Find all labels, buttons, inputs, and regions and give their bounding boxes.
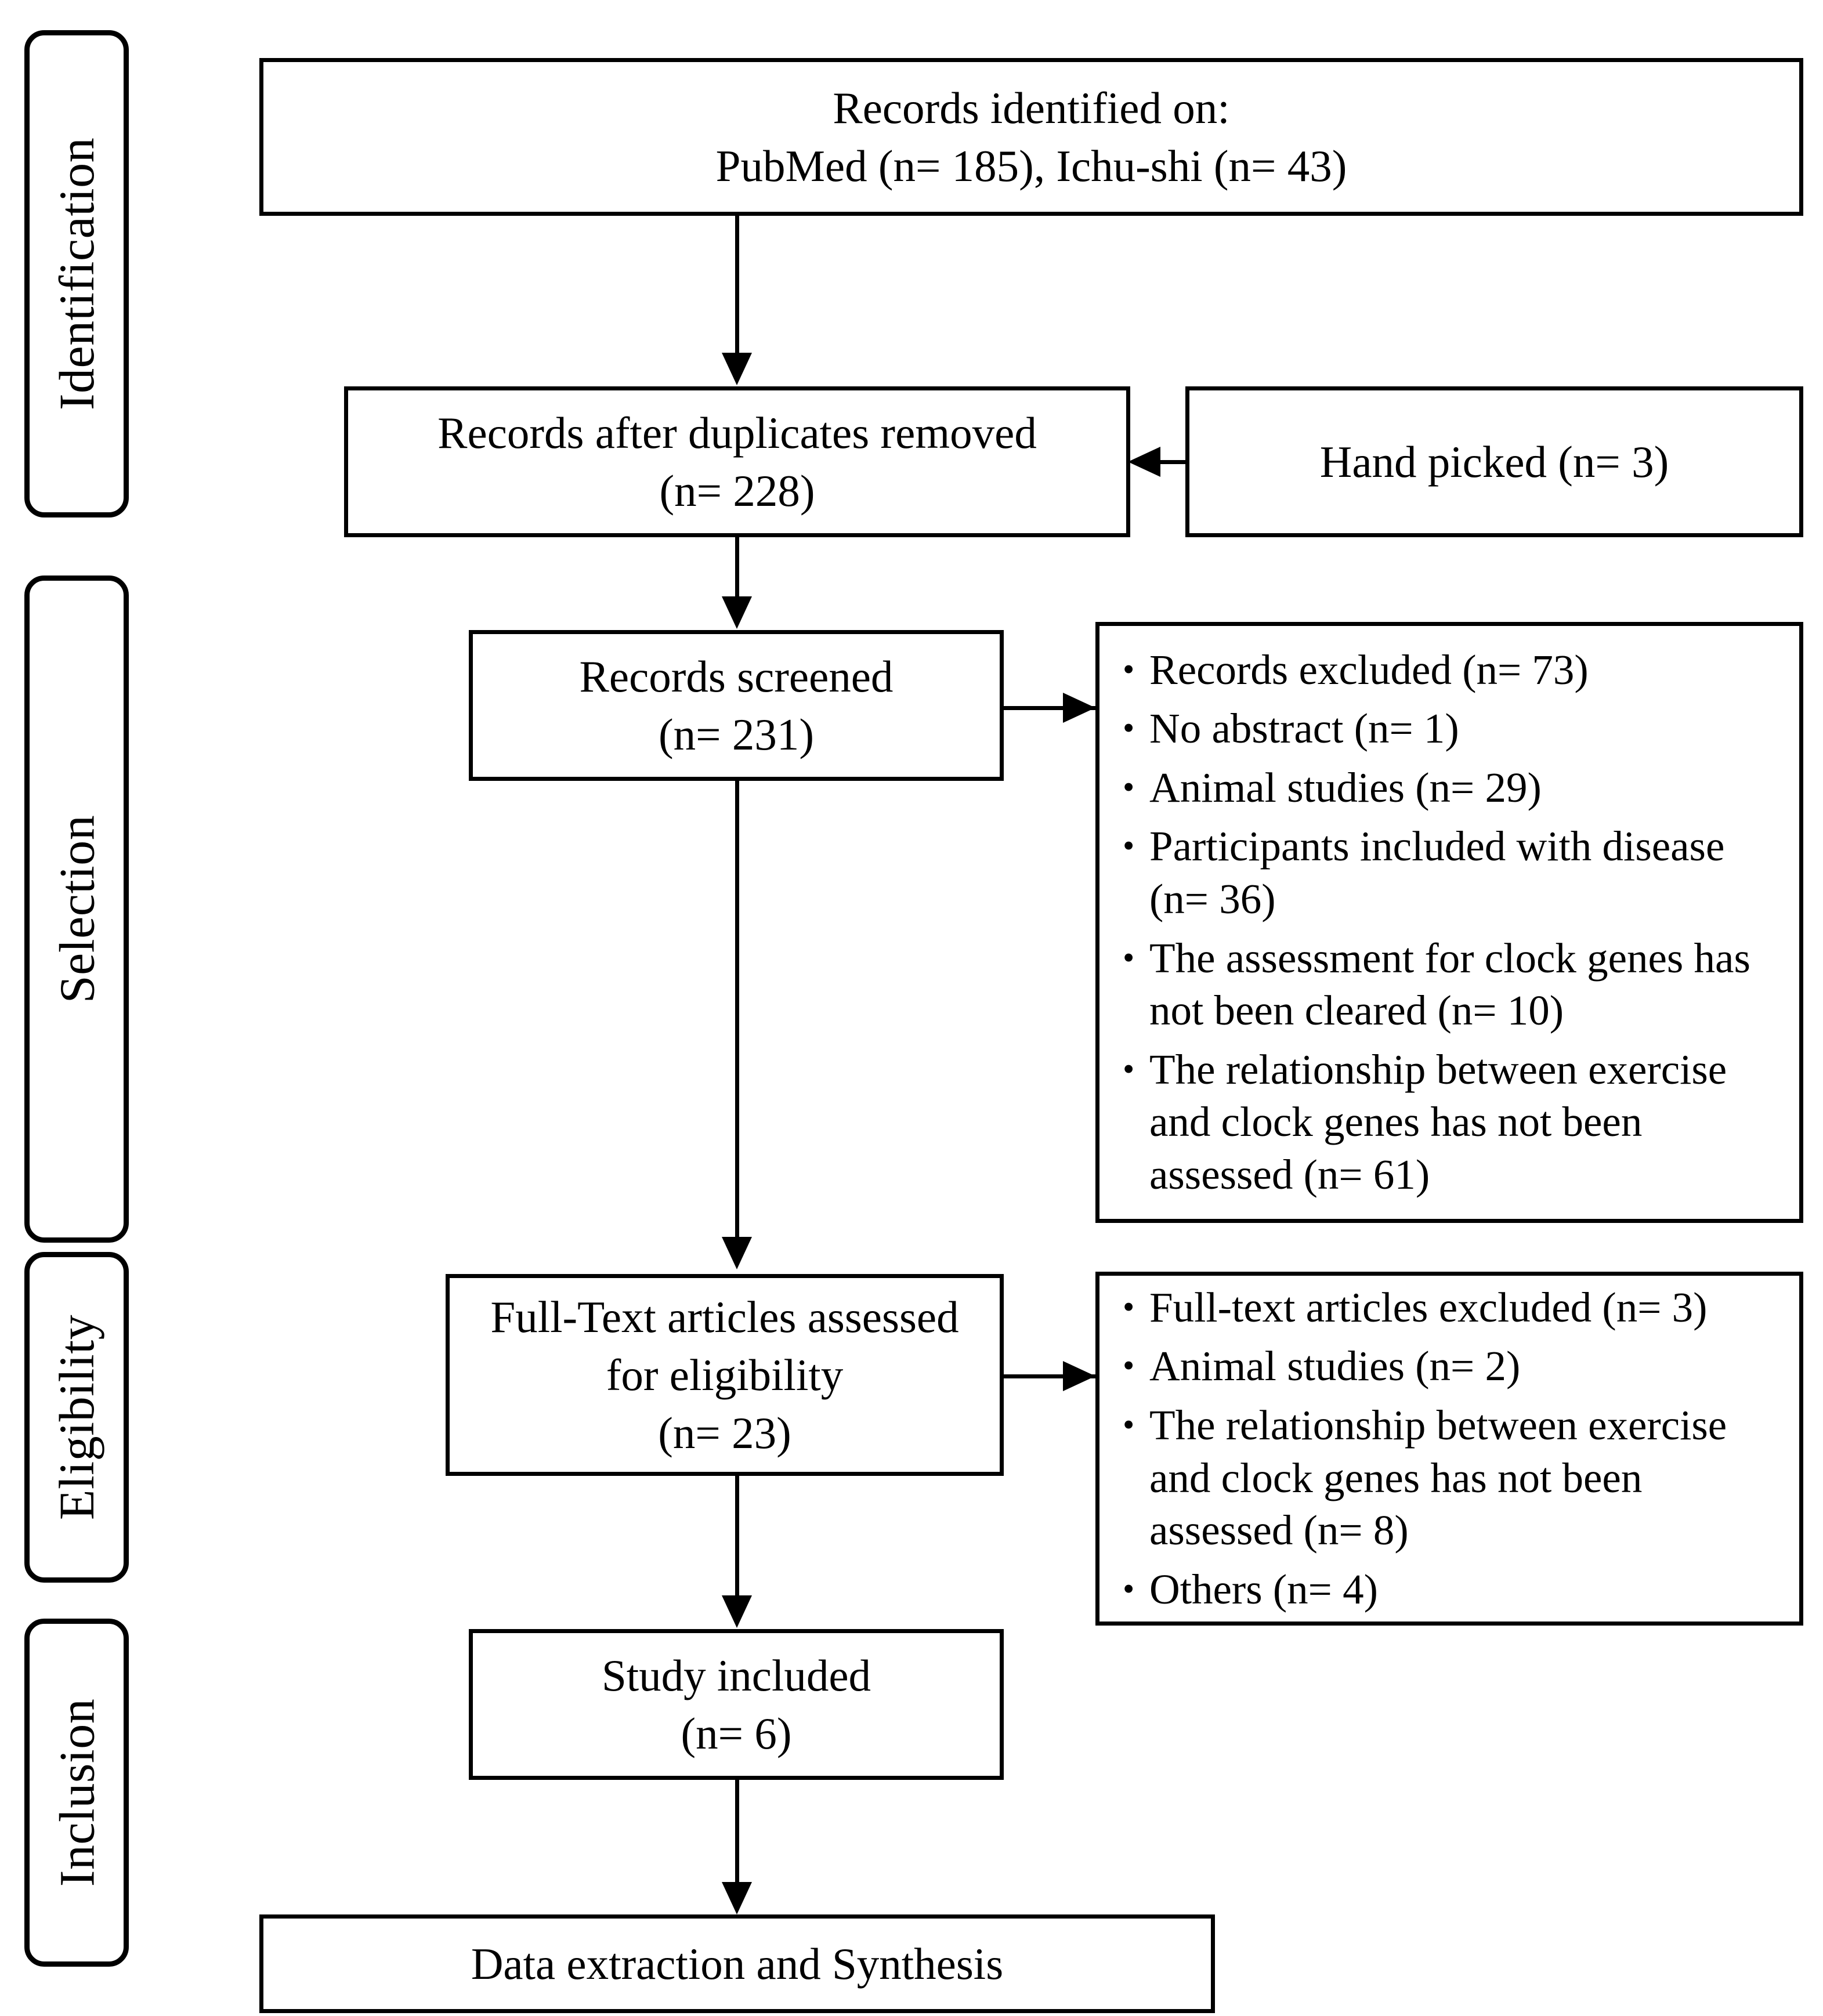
list-item: The assessment for clock genes has not b… xyxy=(1123,932,1784,1037)
fulltext-assessed-line-3: (n= 23) xyxy=(658,1408,791,1458)
records-after-duplicates-line-2: (n= 228) xyxy=(659,466,815,516)
box-data-extraction-text: Data extraction and Synthesis xyxy=(462,1935,1012,1993)
box-hand-picked-text: Hand picked (n= 3) xyxy=(1311,433,1679,491)
box-fulltext-exclusions: Full-text articles excluded (n= 3) Anima… xyxy=(1095,1272,1803,1626)
list-item: Participants included with disease (n= 3… xyxy=(1123,820,1784,925)
box-records-screened-text: Records screened (n= 231) xyxy=(570,647,903,763)
list-item: The relationship between exercise and cl… xyxy=(1123,1044,1784,1201)
box-fulltext-assessed: Full-Text articles assessed for eligibil… xyxy=(446,1274,1004,1476)
arrow-identified-to-duplicates xyxy=(722,353,752,385)
arrow-screened-to-fulltext xyxy=(722,1237,752,1269)
arrow-fulltext-to-included xyxy=(722,1595,752,1628)
box-records-identified-text: Records identified on: PubMed (n= 185), … xyxy=(707,79,1357,195)
box-hand-picked: Hand picked (n= 3) xyxy=(1185,386,1803,537)
list-item: Full-text articles excluded (n= 3) xyxy=(1123,1282,1784,1334)
box-study-included: Study included (n= 6) xyxy=(469,1629,1004,1780)
box-records-screened: Records screened (n= 231) xyxy=(469,630,1004,781)
list-item: The relationship between exercise and cl… xyxy=(1123,1399,1784,1557)
list-item: Animal studies (n= 2) xyxy=(1123,1340,1784,1393)
stage-label-inclusion: Inclusion xyxy=(49,1698,105,1887)
box-records-identified: Records identified on: PubMed (n= 185), … xyxy=(259,58,1803,216)
box-records-after-duplicates: Records after duplicates removed (n= 228… xyxy=(344,386,1130,537)
study-included-line-1: Study included xyxy=(601,1650,871,1700)
stage-label-selection: Selection xyxy=(49,815,104,1004)
box-screening-exclusions: Records excluded (n= 73) No abstract (n=… xyxy=(1095,622,1803,1223)
list-item: Others (n= 4) xyxy=(1123,1563,1784,1616)
fulltext-assessed-line-2: for eligibility xyxy=(606,1349,844,1400)
list-item: No abstract (n= 1) xyxy=(1123,703,1784,755)
fulltext-exclusion-list: Full-text articles excluded (n= 3) Anima… xyxy=(1099,1282,1799,1616)
list-item: Animal studies (n= 29) xyxy=(1123,762,1784,815)
hand-picked-line-1: Hand picked (n= 3) xyxy=(1319,436,1669,487)
screening-exclusion-list: Records excluded (n= 73) No abstract (n=… xyxy=(1099,644,1799,1201)
box-records-after-duplicates-text: Records after duplicates removed (n= 228… xyxy=(428,404,1046,520)
list-item: Records excluded (n= 73) xyxy=(1123,644,1784,697)
box-fulltext-assessed-text: Full-Text articles assessed for eligibil… xyxy=(481,1288,968,1462)
arrow-included-to-extraction xyxy=(722,1882,752,1914)
box-study-included-text: Study included (n= 6) xyxy=(592,1646,880,1762)
records-screened-line-1: Records screened xyxy=(579,651,894,701)
records-identified-line-2: PubMed (n= 185), Ichu-shi (n= 43) xyxy=(715,141,1347,191)
records-identified-line-1: Records identified on: xyxy=(833,82,1230,133)
connector-handpicked-to-duplicates xyxy=(1160,460,1187,464)
records-after-duplicates-line-1: Records after duplicates removed xyxy=(437,407,1037,458)
arrow-handpicked-to-duplicates xyxy=(1128,447,1160,477)
data-extraction-line-1: Data extraction and Synthesis xyxy=(471,1938,1004,1989)
arrow-duplicates-to-screened xyxy=(722,596,752,629)
connector-fulltext-to-included xyxy=(735,1476,739,1598)
arrow-screened-to-exclusions xyxy=(1063,693,1095,723)
connector-fulltext-to-exclusions xyxy=(1004,1374,1097,1378)
fulltext-assessed-line-1: Full-Text articles assessed xyxy=(490,1291,959,1342)
connector-included-to-extraction xyxy=(735,1780,739,1884)
box-data-extraction: Data extraction and Synthesis xyxy=(259,1914,1215,2013)
connector-identified-to-duplicates xyxy=(735,216,739,355)
connector-duplicates-to-screened xyxy=(735,537,739,598)
stage-box-eligibility: Eligibility xyxy=(24,1252,129,1583)
connector-screened-to-exclusions xyxy=(1004,706,1097,710)
stage-label-identification: Identification xyxy=(49,137,105,411)
study-included-line-2: (n= 6) xyxy=(681,1709,792,1758)
stage-box-selection: Selection xyxy=(24,576,129,1243)
stage-label-eligibility: Eligibility xyxy=(49,1314,105,1521)
connector-screened-to-fulltext xyxy=(735,781,739,1239)
stage-box-identification: Identification xyxy=(24,30,129,517)
records-screened-line-2: (n= 231) xyxy=(659,710,814,759)
stage-box-inclusion: Inclusion xyxy=(24,1619,129,1967)
arrow-fulltext-to-exclusions xyxy=(1063,1361,1095,1391)
